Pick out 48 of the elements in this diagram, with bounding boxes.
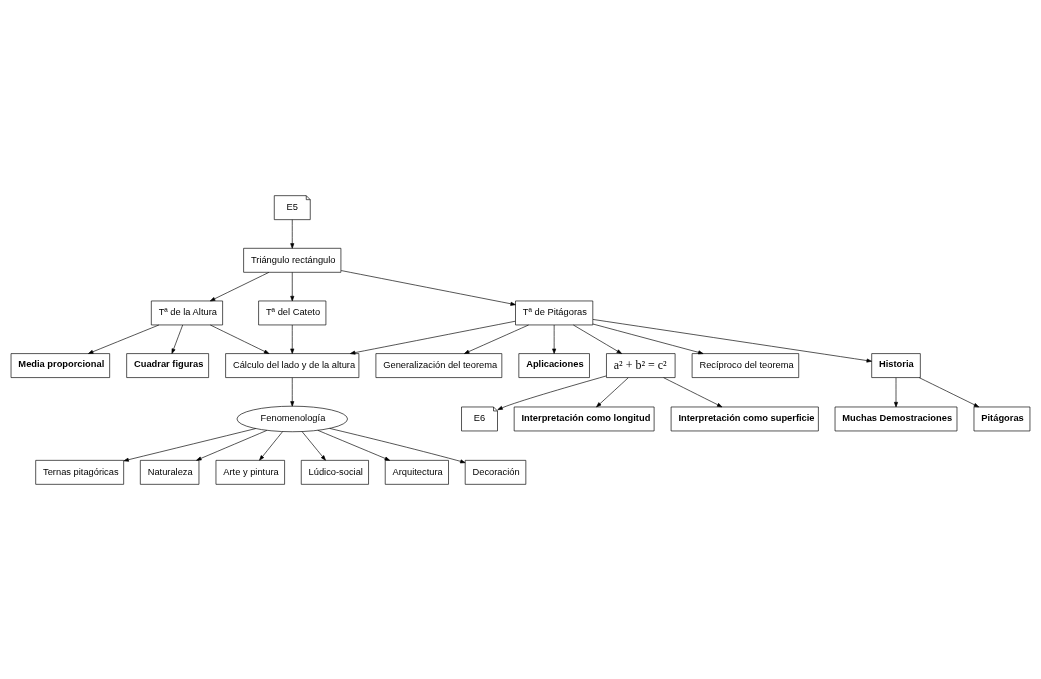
arrow	[464, 324, 529, 354]
arrow	[573, 324, 622, 354]
node-box: Generalización del teorema	[375, 352, 503, 378]
node-box: Arte y pintura	[215, 459, 285, 485]
node-box: Media proporcional	[10, 352, 110, 378]
node-ellipse: Fenomenología	[236, 405, 348, 432]
node-box: Tª de la Altura	[151, 300, 223, 325]
arrow	[340, 269, 516, 306]
arrow	[317, 429, 390, 461]
arrow	[497, 375, 607, 410]
arrow	[301, 430, 326, 461]
arrow	[196, 429, 268, 461]
node-box: a² + b² = c²	[606, 352, 676, 378]
arrow	[552, 324, 557, 354]
arrow	[290, 324, 295, 354]
node-box: Ternas pitagóricas	[35, 459, 124, 485]
node-box: Tª del Cateto	[258, 300, 327, 325]
node-box: Historia	[871, 352, 921, 378]
node-box: Muchas Demostraciones	[834, 406, 958, 431]
arrow	[596, 376, 629, 407]
node-box: Pitágoras	[973, 406, 1031, 431]
arrow	[592, 318, 872, 362]
node-box: Arquitectura	[384, 459, 449, 485]
arrow	[123, 427, 257, 462]
arrow	[592, 323, 704, 354]
arrow	[329, 427, 466, 463]
arrow	[290, 218, 295, 249]
node-box: Naturaleza	[140, 459, 200, 485]
node-box: Tª de Pitágoras	[515, 300, 594, 325]
arrow	[290, 376, 295, 407]
arrow	[210, 324, 270, 354]
arrow	[171, 324, 183, 354]
arrow	[663, 376, 723, 407]
node-box: Recíproco del teorema	[691, 352, 800, 378]
node-box: Cuadrar figuras	[126, 352, 209, 378]
arrow	[259, 430, 283, 461]
node-box: Lúdico-social	[300, 459, 369, 485]
node-box: Aplicaciones	[518, 352, 590, 378]
node-box: Interpretación como superficie	[670, 406, 819, 431]
arrow	[209, 271, 270, 301]
node-box: Interpretación como longitud	[513, 406, 655, 431]
arrow	[290, 271, 295, 301]
arrow	[88, 324, 160, 354]
node-box: Triángulo rectángulo	[243, 247, 342, 273]
arrow	[894, 376, 898, 407]
arrow	[350, 320, 516, 355]
node-box: Decoración	[464, 459, 527, 485]
arrow	[918, 376, 980, 407]
